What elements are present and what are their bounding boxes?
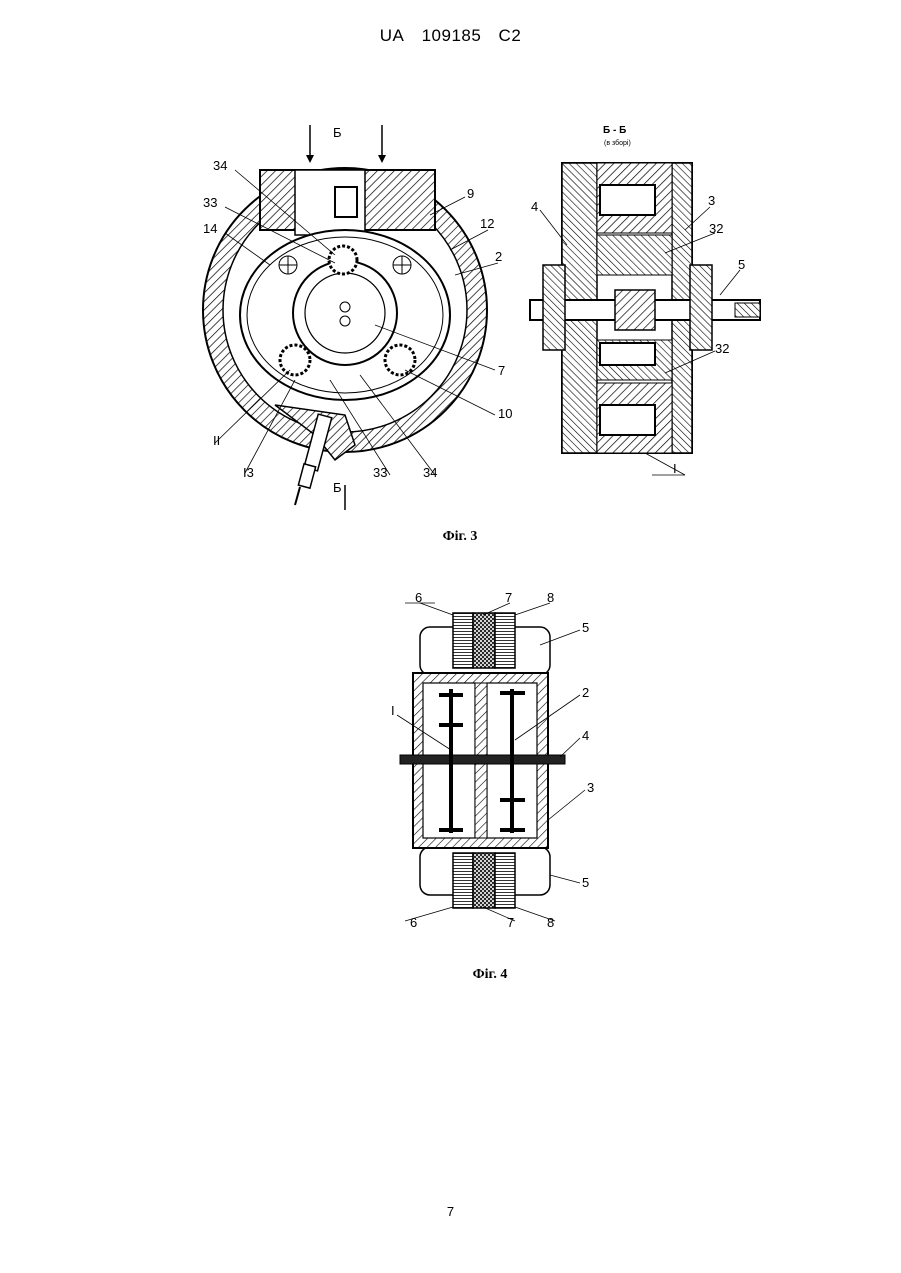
fig3-section-subtitle: (в зборі) bbox=[604, 139, 631, 147]
fig3-label-2: 2 bbox=[495, 249, 502, 264]
fig3-label-9: 9 bbox=[467, 186, 474, 201]
fig3-label-r1: I bbox=[673, 461, 677, 476]
housing-front-view bbox=[203, 125, 498, 510]
fig4-label-t7: 7 bbox=[505, 590, 512, 605]
fig3-label-r32b: 32 bbox=[715, 341, 729, 356]
fig4-label-t8: 8 bbox=[547, 590, 554, 605]
fig4-label-l1: I bbox=[391, 703, 395, 718]
fig3-section-title: Б - Б bbox=[603, 125, 626, 136]
fig3-label-34a: 34 bbox=[213, 158, 227, 173]
fig3-label-7: 7 bbox=[498, 363, 505, 378]
fig3-label-r5: 5 bbox=[738, 257, 745, 272]
fig4-label-l2: 2 bbox=[582, 685, 589, 700]
fig3-label-33a: 33 bbox=[203, 195, 217, 210]
fig3-label-12: 12 bbox=[480, 216, 494, 231]
fig4-label-t6: 6 bbox=[415, 590, 422, 605]
fig4-label-b6: 6 bbox=[410, 915, 417, 930]
fig3-label-13: I3 bbox=[243, 465, 254, 480]
fig3-label-11: II bbox=[213, 433, 220, 448]
fig4-label-b5: 5 bbox=[582, 875, 589, 890]
section-view bbox=[530, 163, 760, 475]
figure-3-caption: Фіг. 3 bbox=[400, 529, 520, 545]
fig3-section-mark-top: Б bbox=[333, 125, 342, 140]
fig3-label-10: 10 bbox=[498, 406, 512, 421]
fig3-label-r3: 3 bbox=[708, 193, 715, 208]
fig4-label-b8: 8 bbox=[547, 915, 554, 930]
page-number: 7 bbox=[0, 1204, 901, 1219]
figure-4-drawing: 6 7 8 5 I 2 4 3 5 6 7 8 bbox=[375, 585, 595, 935]
fig3-label-34b: 34 bbox=[423, 465, 437, 480]
fig3-section-mark-bottom: Б bbox=[333, 480, 342, 495]
document-header: UA 109185 C2 bbox=[0, 26, 901, 46]
fig4-label-b7: 7 bbox=[507, 915, 514, 930]
fig3-label-33b: 33 bbox=[373, 465, 387, 480]
fig4-label-l3: 3 bbox=[587, 780, 594, 795]
header-country: UA bbox=[380, 26, 405, 45]
figure-3-drawing: Б Б 34 33 14 9 12 2 7 10 II I3 33 34 bbox=[195, 115, 775, 525]
figure-4-caption: Фіг. 4 bbox=[430, 967, 550, 983]
fig3-label-14: 14 bbox=[203, 221, 217, 236]
fig3-label-r4: 4 bbox=[531, 199, 538, 214]
fig4-label-t5: 5 bbox=[582, 620, 589, 635]
fig3-label-r32a: 32 bbox=[709, 221, 723, 236]
header-number: 109185 bbox=[422, 26, 482, 45]
fig4-label-l4: 4 bbox=[582, 728, 589, 743]
header-kind: C2 bbox=[499, 26, 522, 45]
